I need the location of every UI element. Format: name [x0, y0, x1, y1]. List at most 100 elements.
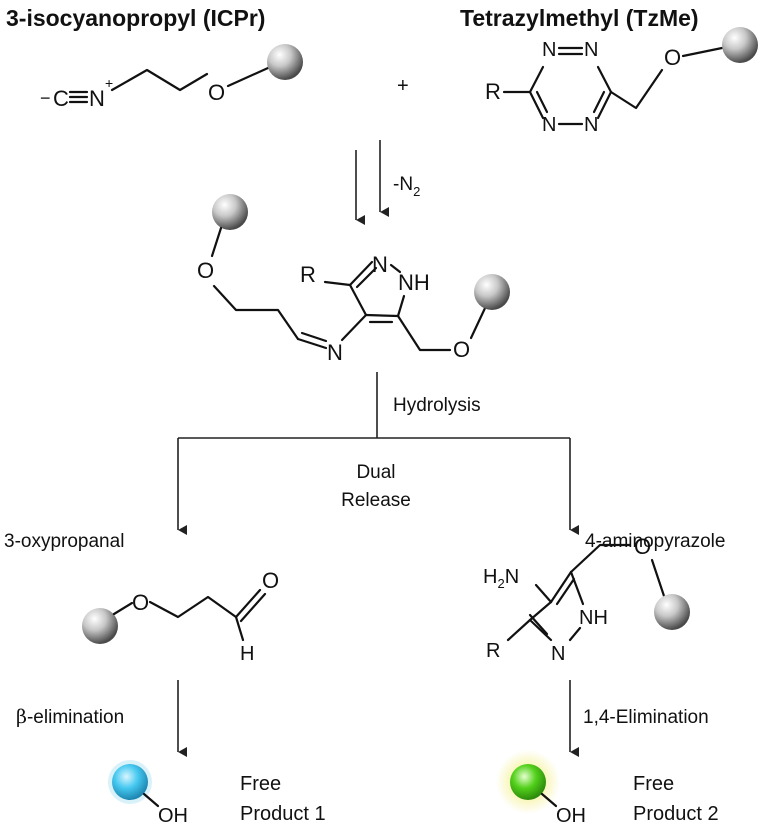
plus-sign: +	[397, 75, 409, 97]
intermediate-pyrazole: O N N NH R O	[197, 194, 510, 365]
ring-bond-c5-c4	[364, 313, 400, 318]
solid-support-bead	[722, 27, 758, 63]
solid-support-bead	[267, 44, 303, 80]
free-product-2: OH Free Product 2	[496, 750, 719, 827]
ring-double-2	[592, 90, 606, 114]
positive-charge: +	[105, 75, 113, 91]
carbonyl-o: O	[262, 568, 279, 593]
aldehyde-h: H	[240, 643, 254, 665]
r-bond	[506, 618, 532, 642]
title-tzme: Tetrazylmethyl (TzMe)	[460, 5, 699, 31]
reagent-isocyanide: − C N + O	[40, 44, 303, 111]
linker-bond	[226, 66, 270, 88]
negative-charge: −	[40, 88, 51, 108]
aldehyde-h-bond	[234, 615, 245, 642]
ring-bond-c5-nh	[569, 570, 585, 606]
solid-support-bead	[654, 594, 690, 630]
hydroxyl-bond	[540, 792, 558, 808]
aminopyrazole-label: 4-aminopyrazole	[585, 531, 725, 552]
atom-o: O	[197, 258, 214, 283]
step-beta-elimination: β-elimination	[16, 680, 187, 757]
step-14-elimination: 1,4-Elimination	[569, 680, 709, 757]
ring-n3: N	[542, 114, 556, 136]
ring-bond-1	[528, 65, 545, 94]
ring-bond-n-nh	[389, 263, 402, 274]
n2-loss-label: -N2	[393, 174, 420, 199]
atom-o: O	[453, 337, 470, 362]
ring-n1: N	[542, 39, 556, 61]
linker-bond	[210, 226, 223, 258]
beta-elimination-label: β-elimination	[16, 706, 124, 728]
ring-bond-c4-c3	[348, 283, 368, 317]
ring-bond-c3-n	[348, 260, 374, 287]
linker-bond	[469, 304, 488, 340]
r-bond	[323, 280, 352, 287]
product2-line1: Free	[633, 773, 674, 795]
product2-line2: Product 2	[633, 803, 719, 825]
ring-bond-3	[596, 65, 613, 94]
propanal-chain	[148, 595, 238, 619]
imine-n: N	[327, 340, 343, 365]
ring-n4: N	[584, 114, 598, 136]
ring-nh: NH	[579, 607, 608, 629]
solid-support-bead	[474, 274, 510, 310]
ring-double-c3-n	[355, 266, 378, 289]
ring-bond-n-c3	[528, 618, 553, 642]
imine-bond-a	[296, 337, 328, 350]
released-bead-blue	[112, 764, 148, 800]
step-cycloaddition: -N2	[355, 140, 420, 225]
atom-c: C	[53, 86, 69, 111]
hydroxyl-oh: OH	[556, 805, 586, 827]
dual-label: Dual	[356, 462, 395, 483]
ring-nh: NH	[398, 270, 430, 295]
propyl-chain	[212, 284, 300, 341]
step-hydrolysis: Hydrolysis Dual Release	[177, 372, 579, 535]
hydrolysis-label: Hydrolysis	[393, 395, 481, 416]
ring-bond-nh-n	[568, 626, 582, 642]
14-elimination-label: 1,4-Elimination	[583, 707, 709, 728]
product1-line2: Product 1	[240, 803, 326, 825]
oxypropanal-label: 3-oxypropanal	[4, 531, 124, 552]
reagent-tetrazine: R N N N N O	[485, 27, 758, 136]
methyl-linker	[569, 543, 632, 574]
carbonyl-bond-b	[239, 592, 267, 623]
propyl-chain	[110, 68, 209, 92]
imine-bond-b	[300, 331, 328, 343]
ring-bond-c3-c4	[528, 600, 553, 622]
amino-group: H2N	[483, 566, 519, 591]
methyl-linker	[609, 68, 664, 110]
atom-n: N	[89, 86, 105, 111]
ring-n2: N	[584, 39, 598, 61]
ring-n: N	[372, 252, 388, 277]
solid-support-bead	[82, 608, 118, 644]
product-aminopyrazole: 4-aminopyrazole H2N NH N R O	[483, 531, 725, 665]
ring-bond-2	[528, 90, 545, 120]
atom-o: O	[634, 534, 651, 559]
hydroxyl-oh: OH	[158, 805, 188, 827]
release-label: Release	[341, 490, 411, 511]
atom-o: O	[664, 45, 681, 70]
linker-bond	[112, 601, 134, 616]
released-bead-green	[510, 764, 546, 800]
substituent-r: R	[300, 262, 316, 287]
substituent-r: R	[485, 79, 501, 104]
linker-bond	[681, 46, 724, 58]
atom-o: O	[132, 590, 149, 615]
substituent-r: R	[486, 640, 500, 662]
n-c4-bond	[340, 313, 368, 342]
title-icpr: 3-isocyanopropyl (ICPr)	[6, 5, 265, 31]
linker-bond	[650, 558, 666, 598]
product1-line1: Free	[240, 773, 281, 795]
methyl-linker	[396, 314, 452, 352]
free-product-1: OH Free Product 1	[108, 760, 326, 827]
hydroxyl-bond	[142, 792, 160, 808]
ring-double-c4-c5	[555, 577, 576, 606]
ring-bond-nh-c5	[396, 294, 406, 318]
ring-double-1	[535, 90, 549, 114]
atom-o: O	[208, 80, 225, 105]
ring-bond-4	[596, 90, 613, 120]
carbonyl-bond-a	[234, 588, 262, 619]
ring-n: N	[551, 643, 565, 665]
